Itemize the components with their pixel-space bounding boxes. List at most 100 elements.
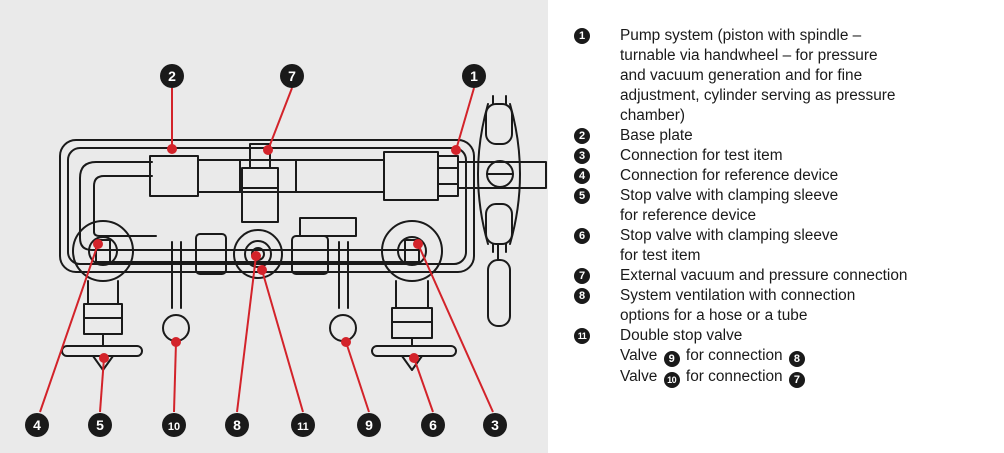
callout-circle (160, 64, 184, 88)
callout-8: 8 (225, 413, 249, 437)
callout-number: 1 (470, 68, 478, 84)
legend-text: for reference device (620, 207, 757, 224)
valve-subline: Valve 9 for connection 8 (620, 346, 997, 367)
callout-number: 11 (297, 421, 309, 433)
subline-middle: for connection (685, 368, 783, 385)
legend-text: Stop valve with clamping sleeve (620, 227, 839, 244)
number-badge: 7 (788, 372, 805, 388)
number-badge: 7 (574, 268, 590, 284)
valve-subline: Valve 10 for connection 7 (620, 367, 997, 388)
leader-line-10 (173, 341, 177, 413)
leader-line-9 (345, 341, 370, 413)
leader-dot-11 (257, 265, 267, 275)
leader-line-11 (261, 269, 304, 413)
callout-3: 3 (483, 413, 507, 437)
legend-text: System ventilation with connection (620, 287, 856, 304)
pressure-test-pump-drawing: 2 7 1 4 5 10 8 11 9 6 3 (25, 64, 547, 437)
legend-text: and vacuum generation and for fine (620, 67, 863, 84)
subline-prefix: Valve (620, 368, 658, 385)
legend-text: Connection for test item (620, 147, 783, 164)
callout-9: 9 (357, 413, 381, 437)
number-badge: 1 (574, 28, 590, 44)
callout-1: 1 (462, 64, 486, 88)
legend-item: 1 Pump system (piston with spindle – turna… (572, 26, 997, 126)
number-badge: 6 (574, 228, 590, 244)
leader-dot-9 (341, 337, 351, 347)
leader-dot-10 (171, 337, 181, 347)
legend-text: Stop valve with clamping sleeve (620, 187, 839, 204)
legend-item: 4 Connection for reference device (572, 166, 997, 186)
subline-middle: for connection (685, 347, 783, 364)
leader-line-7 (267, 87, 293, 151)
leader-line-5 (99, 357, 105, 413)
leader-dot-4 (93, 239, 103, 249)
callout-10: 10 (162, 413, 186, 437)
number-badge: 4 (574, 168, 590, 184)
legend-item: 7 External vacuum and pressure connection (572, 266, 997, 286)
leader-dot-7 (263, 145, 273, 155)
leader-dot-2 (167, 144, 177, 154)
legend-text: options for a hose or a tube (620, 307, 808, 324)
number-badge: 8 (788, 351, 805, 367)
callout-number: 8 (233, 417, 241, 433)
callout-circle (291, 413, 315, 437)
callout-number: 3 (491, 417, 499, 433)
callout-number: 7 (288, 68, 296, 84)
callout-circle (88, 413, 112, 437)
callout-number: 4 (33, 417, 41, 433)
callout-circle (280, 64, 304, 88)
legend-item: 3 Connection for test item (572, 146, 997, 166)
legend-text: External vacuum and pressure connection (620, 267, 908, 284)
legend-text: Base plate (620, 127, 693, 144)
legend: 1 Pump system (piston with spindle – turna… (572, 26, 997, 388)
number-badge: 10 (663, 372, 680, 388)
number-badge: 11 (574, 328, 590, 344)
legend-item: 6 Stop valve with clamping sleeve for test… (572, 226, 997, 266)
number-badge: 2 (574, 128, 590, 144)
callout-circle (25, 413, 49, 437)
callout-circle (421, 413, 445, 437)
callout-number: 10 (168, 421, 180, 433)
legend-text: Double stop valve (620, 327, 743, 344)
legend-text: Connection for reference device (620, 167, 839, 184)
legend-text: Pump system (piston with spindle – (620, 27, 862, 44)
callout-6: 6 (421, 413, 445, 437)
leader-line-4 (39, 243, 99, 413)
callout-number: 6 (429, 417, 437, 433)
diagram-panel: 2 7 1 4 5 10 8 11 9 6 3 (0, 0, 548, 453)
legend-text: turnable via handwheel – for pressure (620, 47, 878, 64)
callout-circle (483, 413, 507, 437)
leader-line-1 (455, 87, 475, 151)
callout-number: 5 (96, 417, 104, 433)
number-badge: 3 (574, 148, 590, 164)
legend-text: chamber) (620, 107, 686, 124)
callout-circle (162, 413, 186, 437)
legend-item: 8 System ventilation with connection optio… (572, 286, 997, 326)
legend-text: for test item (620, 247, 701, 264)
leader-line-3 (417, 243, 494, 413)
legend-text: adjustment, cylinder serving as pressure (620, 87, 896, 104)
callout-7: 7 (280, 64, 304, 88)
callout-5: 5 (88, 413, 112, 437)
number-badge: 8 (574, 288, 590, 304)
leader-line-6 (413, 357, 434, 413)
callout-number: 9 (365, 417, 373, 433)
leader-dot-8 (251, 251, 261, 261)
callout-circle (357, 413, 381, 437)
leader-dot-1 (451, 145, 461, 155)
callout-4: 4 (25, 413, 49, 437)
leader-dot-6 (409, 353, 419, 363)
leader-dot-3 (413, 239, 423, 249)
number-badge: 9 (663, 351, 680, 367)
legend-item: 2 Base plate (572, 126, 997, 146)
callout-circle (225, 413, 249, 437)
callout-number: 2 (168, 68, 176, 84)
leader-dot-5 (99, 353, 109, 363)
subline-prefix: Valve (620, 347, 658, 364)
leader-line-8 (236, 255, 257, 413)
callout-circle (462, 64, 486, 88)
callout-2: 2 (160, 64, 184, 88)
